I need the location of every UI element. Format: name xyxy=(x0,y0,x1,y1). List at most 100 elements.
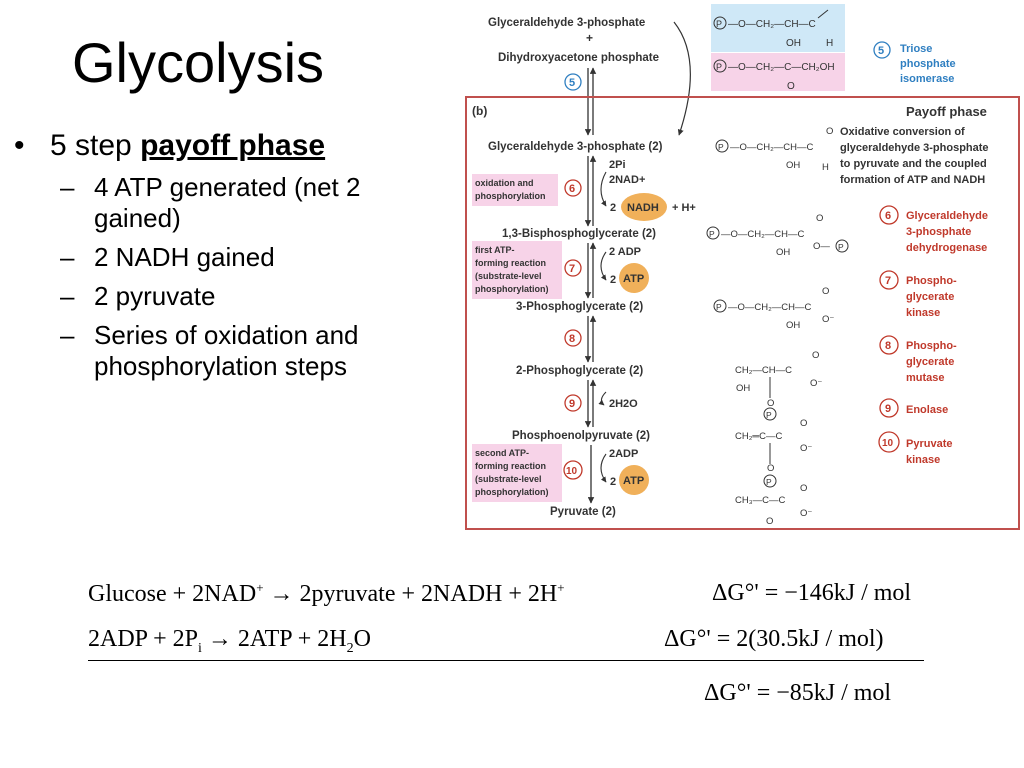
glycolysis-payoff-diagram: Glyceraldehyde 3-phosphate + Dihydroxyac… xyxy=(465,4,1020,530)
svg-text:O: O xyxy=(826,126,833,137)
dhap-label: Dihydroxyacetone phosphate xyxy=(498,52,659,64)
svg-text:OH: OH xyxy=(786,38,801,49)
step-10-number: 10 xyxy=(566,466,578,477)
svg-text:OH: OH xyxy=(736,383,750,394)
step-7-number: 7 xyxy=(569,263,575,275)
equation-2-dg: ΔG°' = 2(30.5kJ / mol) xyxy=(664,626,884,652)
atp-label: ATP xyxy=(623,273,644,285)
main-bullet: • 5 step payoff phase xyxy=(14,128,434,164)
svg-text:H: H xyxy=(826,38,833,49)
metabolite-label: Phosphoenolpyruvate (2) xyxy=(512,430,650,442)
enzyme-name: glycerate xyxy=(906,291,954,303)
enzyme-number: 7 xyxy=(885,275,891,287)
metabolite-label: Glyceraldehyde 3-phosphate (2) xyxy=(488,141,663,153)
plus-sign: + xyxy=(586,31,593,45)
svg-text:P: P xyxy=(709,229,715,239)
svg-text:P: P xyxy=(716,302,722,312)
panel-title: Payoff phase xyxy=(906,104,987,119)
metabolite-label: 1,3-Bisphosphoglycerate (2) xyxy=(502,228,656,240)
svg-text:—O—CH₂—CH—C: —O—CH₂—CH—C xyxy=(728,302,812,313)
svg-text:—O—CH₂—CH—C: —O—CH₂—CH—C xyxy=(721,229,805,240)
eq2-left: 2ADP + 2P xyxy=(88,626,199,652)
atp-bubble xyxy=(619,263,649,293)
description-line: Oxidative conversion of xyxy=(840,126,965,138)
enzyme-name: mutase xyxy=(906,372,945,384)
eq1-left: Glucose + 2NAD xyxy=(88,581,257,607)
enzyme-name: 3-phosphate xyxy=(906,226,971,238)
eq1-sup2: + xyxy=(557,580,565,595)
svg-text:—O—CH₂—CH—C: —O—CH₂—CH—C xyxy=(730,142,814,153)
eq2-sub2: 2 xyxy=(346,640,354,656)
sub-bullet: –2 NADH gained xyxy=(60,242,434,273)
metabolite-label: Pyruvate (2) xyxy=(550,506,616,518)
bullet-dot: • xyxy=(14,129,25,162)
eq2-end: O xyxy=(353,626,371,652)
second-atp-label-box xyxy=(472,444,562,502)
enzyme-circles xyxy=(878,205,900,453)
description-line: glyceraldehyde 3-phosphate xyxy=(840,142,989,154)
sub-bullet-text: 2 pyruvate xyxy=(94,281,216,311)
adp-input: 2ADP xyxy=(609,448,638,460)
sub-bullet: –4 ATP generated (net 2 gained) xyxy=(60,172,434,234)
step-5-number: 5 xyxy=(569,77,575,89)
svg-text:O—: O— xyxy=(813,241,830,252)
svg-text:—O—CH₂—C—CH₂OH: —O—CH₂—C—CH₂OH xyxy=(728,62,835,73)
second-atp-label-line: second ATP- xyxy=(475,448,529,458)
water-output: 2H2O xyxy=(609,398,638,410)
sub-bullet-text: 4 ATP generated (net 2 gained) xyxy=(94,172,361,233)
step-8-number: 8 xyxy=(569,333,575,345)
enzyme-5-number: 5 xyxy=(878,45,884,57)
panel-label: (b) xyxy=(472,104,487,118)
eq1-sup: + xyxy=(256,580,264,595)
payoff-panel xyxy=(465,96,1020,530)
svg-text:P: P xyxy=(766,410,772,420)
metabolite-label: 3-Phosphoglycerate (2) xyxy=(516,301,643,313)
svg-text:O⁻: O⁻ xyxy=(810,378,822,389)
svg-text:P: P xyxy=(766,477,772,487)
curved-arrow xyxy=(673,21,691,136)
enzyme-name: Phospho- xyxy=(906,340,957,352)
enzyme-5-circle xyxy=(873,41,891,59)
enzyme-name: Phospho- xyxy=(906,275,957,287)
enzyme-5-line: phosphate xyxy=(900,58,956,70)
svg-text:O: O xyxy=(816,213,823,224)
metabolite-label: 2-Phosphoglycerate (2) xyxy=(516,365,643,377)
first-atp-label-box xyxy=(472,241,562,299)
enzyme-name: kinase xyxy=(906,307,940,319)
step-5-circle xyxy=(564,73,582,91)
sub-bullet: –Series of oxidation and phosphorylation… xyxy=(60,320,434,382)
enzyme-name: Glyceraldehyde xyxy=(906,210,988,222)
enzyme-name: glycerate xyxy=(906,356,954,368)
svg-text:—O—CH₂—CH—C: —O—CH₂—CH—C xyxy=(728,19,816,30)
equation-2: 2ADP + 2Pi → 2ATP + 2H2O xyxy=(88,626,371,657)
oxidation-label-box xyxy=(472,174,558,206)
step-circles xyxy=(563,179,583,480)
svg-text:CH₂═C—C: CH₂═C—C xyxy=(735,431,783,442)
enzyme-5-line: Triose xyxy=(900,43,932,55)
adp-input: 2 ADP xyxy=(609,246,641,258)
dhap-structure: P —O—CH₂—C—CH₂OH O xyxy=(713,59,835,92)
svg-text:O: O xyxy=(787,81,795,92)
enzyme-number: 8 xyxy=(885,340,891,352)
svg-text:OH: OH xyxy=(786,320,800,331)
oxidation-label-line: oxidation and xyxy=(475,178,534,188)
svg-text:O: O xyxy=(766,516,773,527)
description-line: formation of ATP and NADH xyxy=(840,174,985,186)
svg-text:O: O xyxy=(767,398,774,409)
phosphate-input: 2Pi xyxy=(609,159,626,171)
side-reactions xyxy=(598,171,607,483)
enzyme-number: 9 xyxy=(885,403,891,415)
step-6-number: 6 xyxy=(569,183,575,195)
dhap-structure-box xyxy=(711,53,845,91)
bullet-emphasis: payoff phase xyxy=(140,129,326,162)
g3p-top-label: Glyceraldehyde 3-phosphate xyxy=(488,17,645,29)
svg-text:OH: OH xyxy=(776,247,790,258)
svg-text:P: P xyxy=(838,242,844,252)
atp-count: 2 xyxy=(610,274,616,286)
enzyme-name: Enolase xyxy=(906,404,948,416)
description-line: to pyruvate and the coupled xyxy=(840,158,987,170)
sub-bullet: –2 pyruvate xyxy=(60,281,434,312)
svg-text:CH₃—C—C: CH₃—C—C xyxy=(735,495,785,506)
nad-input: 2NAD+ xyxy=(609,174,645,186)
